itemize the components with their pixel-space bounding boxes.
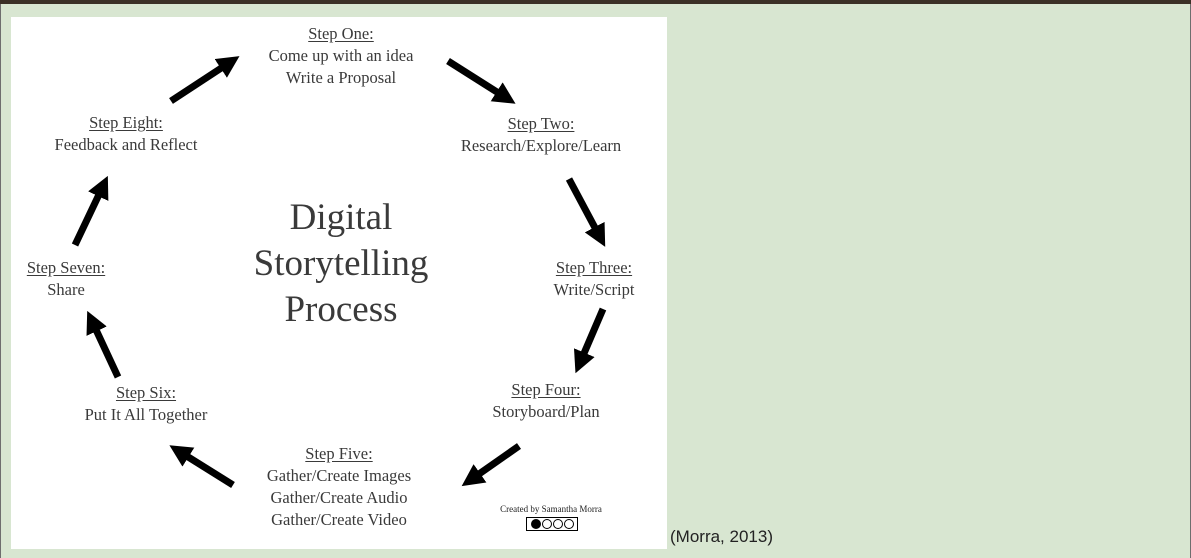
center-title-line: Process bbox=[284, 289, 398, 330]
left-border bbox=[0, 4, 1, 558]
step-title: Step Six: bbox=[115, 383, 177, 402]
arrow-step6-to-step7 bbox=[86, 310, 122, 379]
step-line: Come up with an idea bbox=[268, 46, 414, 65]
step-title: Step Two: bbox=[507, 114, 575, 133]
cycle-arrows bbox=[71, 56, 607, 488]
step-line: Research/Explore/Learn bbox=[460, 136, 622, 155]
arrow-step4-to-step5 bbox=[461, 443, 522, 487]
arrow-step3-to-step4 bbox=[573, 307, 607, 374]
cc-icon bbox=[530, 519, 541, 529]
arrow-step8-to-step1 bbox=[169, 56, 240, 104]
step-title: Step One: bbox=[308, 24, 374, 43]
figure-citation: (Morra, 2013) bbox=[670, 527, 773, 546]
step-two: Step Two: Research/Explore/Learn bbox=[436, 113, 646, 157]
step-line: Write/Script bbox=[553, 280, 635, 299]
center-title-line: Storytelling bbox=[253, 243, 429, 284]
storytelling-process-diagram: Step One: Come up with an idea Write a P… bbox=[11, 17, 667, 549]
arrow-step7-to-step8 bbox=[71, 175, 109, 247]
top-border bbox=[0, 0, 1191, 4]
cc-sa-icon bbox=[563, 519, 574, 529]
step-line: Gather/Create Audio bbox=[270, 488, 408, 507]
step-seven: Step Seven: Share bbox=[11, 257, 121, 301]
step-line: Gather/Create Video bbox=[271, 510, 407, 529]
step-line: Feedback and Reflect bbox=[54, 135, 198, 154]
step-line: Write a Proposal bbox=[285, 68, 397, 87]
arrow-step2-to-step3 bbox=[565, 177, 606, 247]
step-line: Storyboard/Plan bbox=[492, 402, 600, 421]
step-five: Step Five: Gather/Create Images Gather/C… bbox=[239, 443, 439, 531]
step-title: Step Seven: bbox=[26, 258, 106, 277]
creative-commons-badge-icon bbox=[526, 517, 578, 531]
step-one: Step One: Come up with an idea Write a P… bbox=[236, 23, 446, 89]
arrow-step5-to-step6 bbox=[169, 445, 235, 488]
step-eight: Step Eight: Feedback and Reflect bbox=[31, 112, 221, 156]
arrow-step1-to-step2 bbox=[446, 58, 516, 104]
step-three: Step Three: Write/Script bbox=[529, 257, 659, 301]
diagram-center-title: Digital Storytelling Process bbox=[216, 195, 466, 333]
cc-nc-icon bbox=[552, 519, 563, 529]
creator-credit: Created by Samantha Morra bbox=[500, 504, 602, 514]
cc-by-icon bbox=[541, 519, 552, 529]
step-title: Step Five: bbox=[305, 444, 373, 463]
step-line: Put It All Together bbox=[84, 405, 208, 424]
step-line: Gather/Create Images bbox=[266, 466, 412, 485]
step-title: Step Three: bbox=[555, 258, 633, 277]
step-four: Step Four: Storyboard/Plan bbox=[466, 379, 626, 423]
center-title-line: Digital bbox=[289, 197, 393, 238]
step-six: Step Six: Put It All Together bbox=[56, 382, 236, 426]
step-line: Share bbox=[47, 280, 85, 299]
step-title: Step Four: bbox=[511, 380, 581, 399]
step-title: Step Eight: bbox=[89, 113, 163, 132]
